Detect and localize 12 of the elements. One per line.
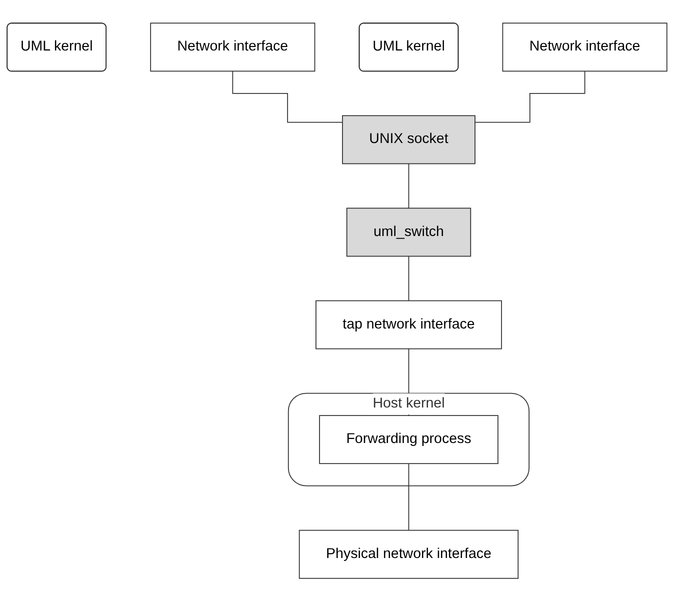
node-box: Network interface — [150, 22, 316, 72]
node-box: Physical network interface — [298, 530, 519, 580]
connector — [474, 70, 586, 123]
node-box: uml_switch — [346, 208, 472, 257]
connector — [408, 256, 410, 302]
node-box: tap network interface — [316, 300, 502, 350]
node-box: UNIX socket — [342, 115, 476, 164]
node-box: Network interface — [502, 22, 668, 72]
node-box: Forwarding process — [319, 415, 498, 464]
connector — [408, 164, 410, 209]
connector — [232, 70, 343, 123]
connector — [408, 463, 410, 532]
